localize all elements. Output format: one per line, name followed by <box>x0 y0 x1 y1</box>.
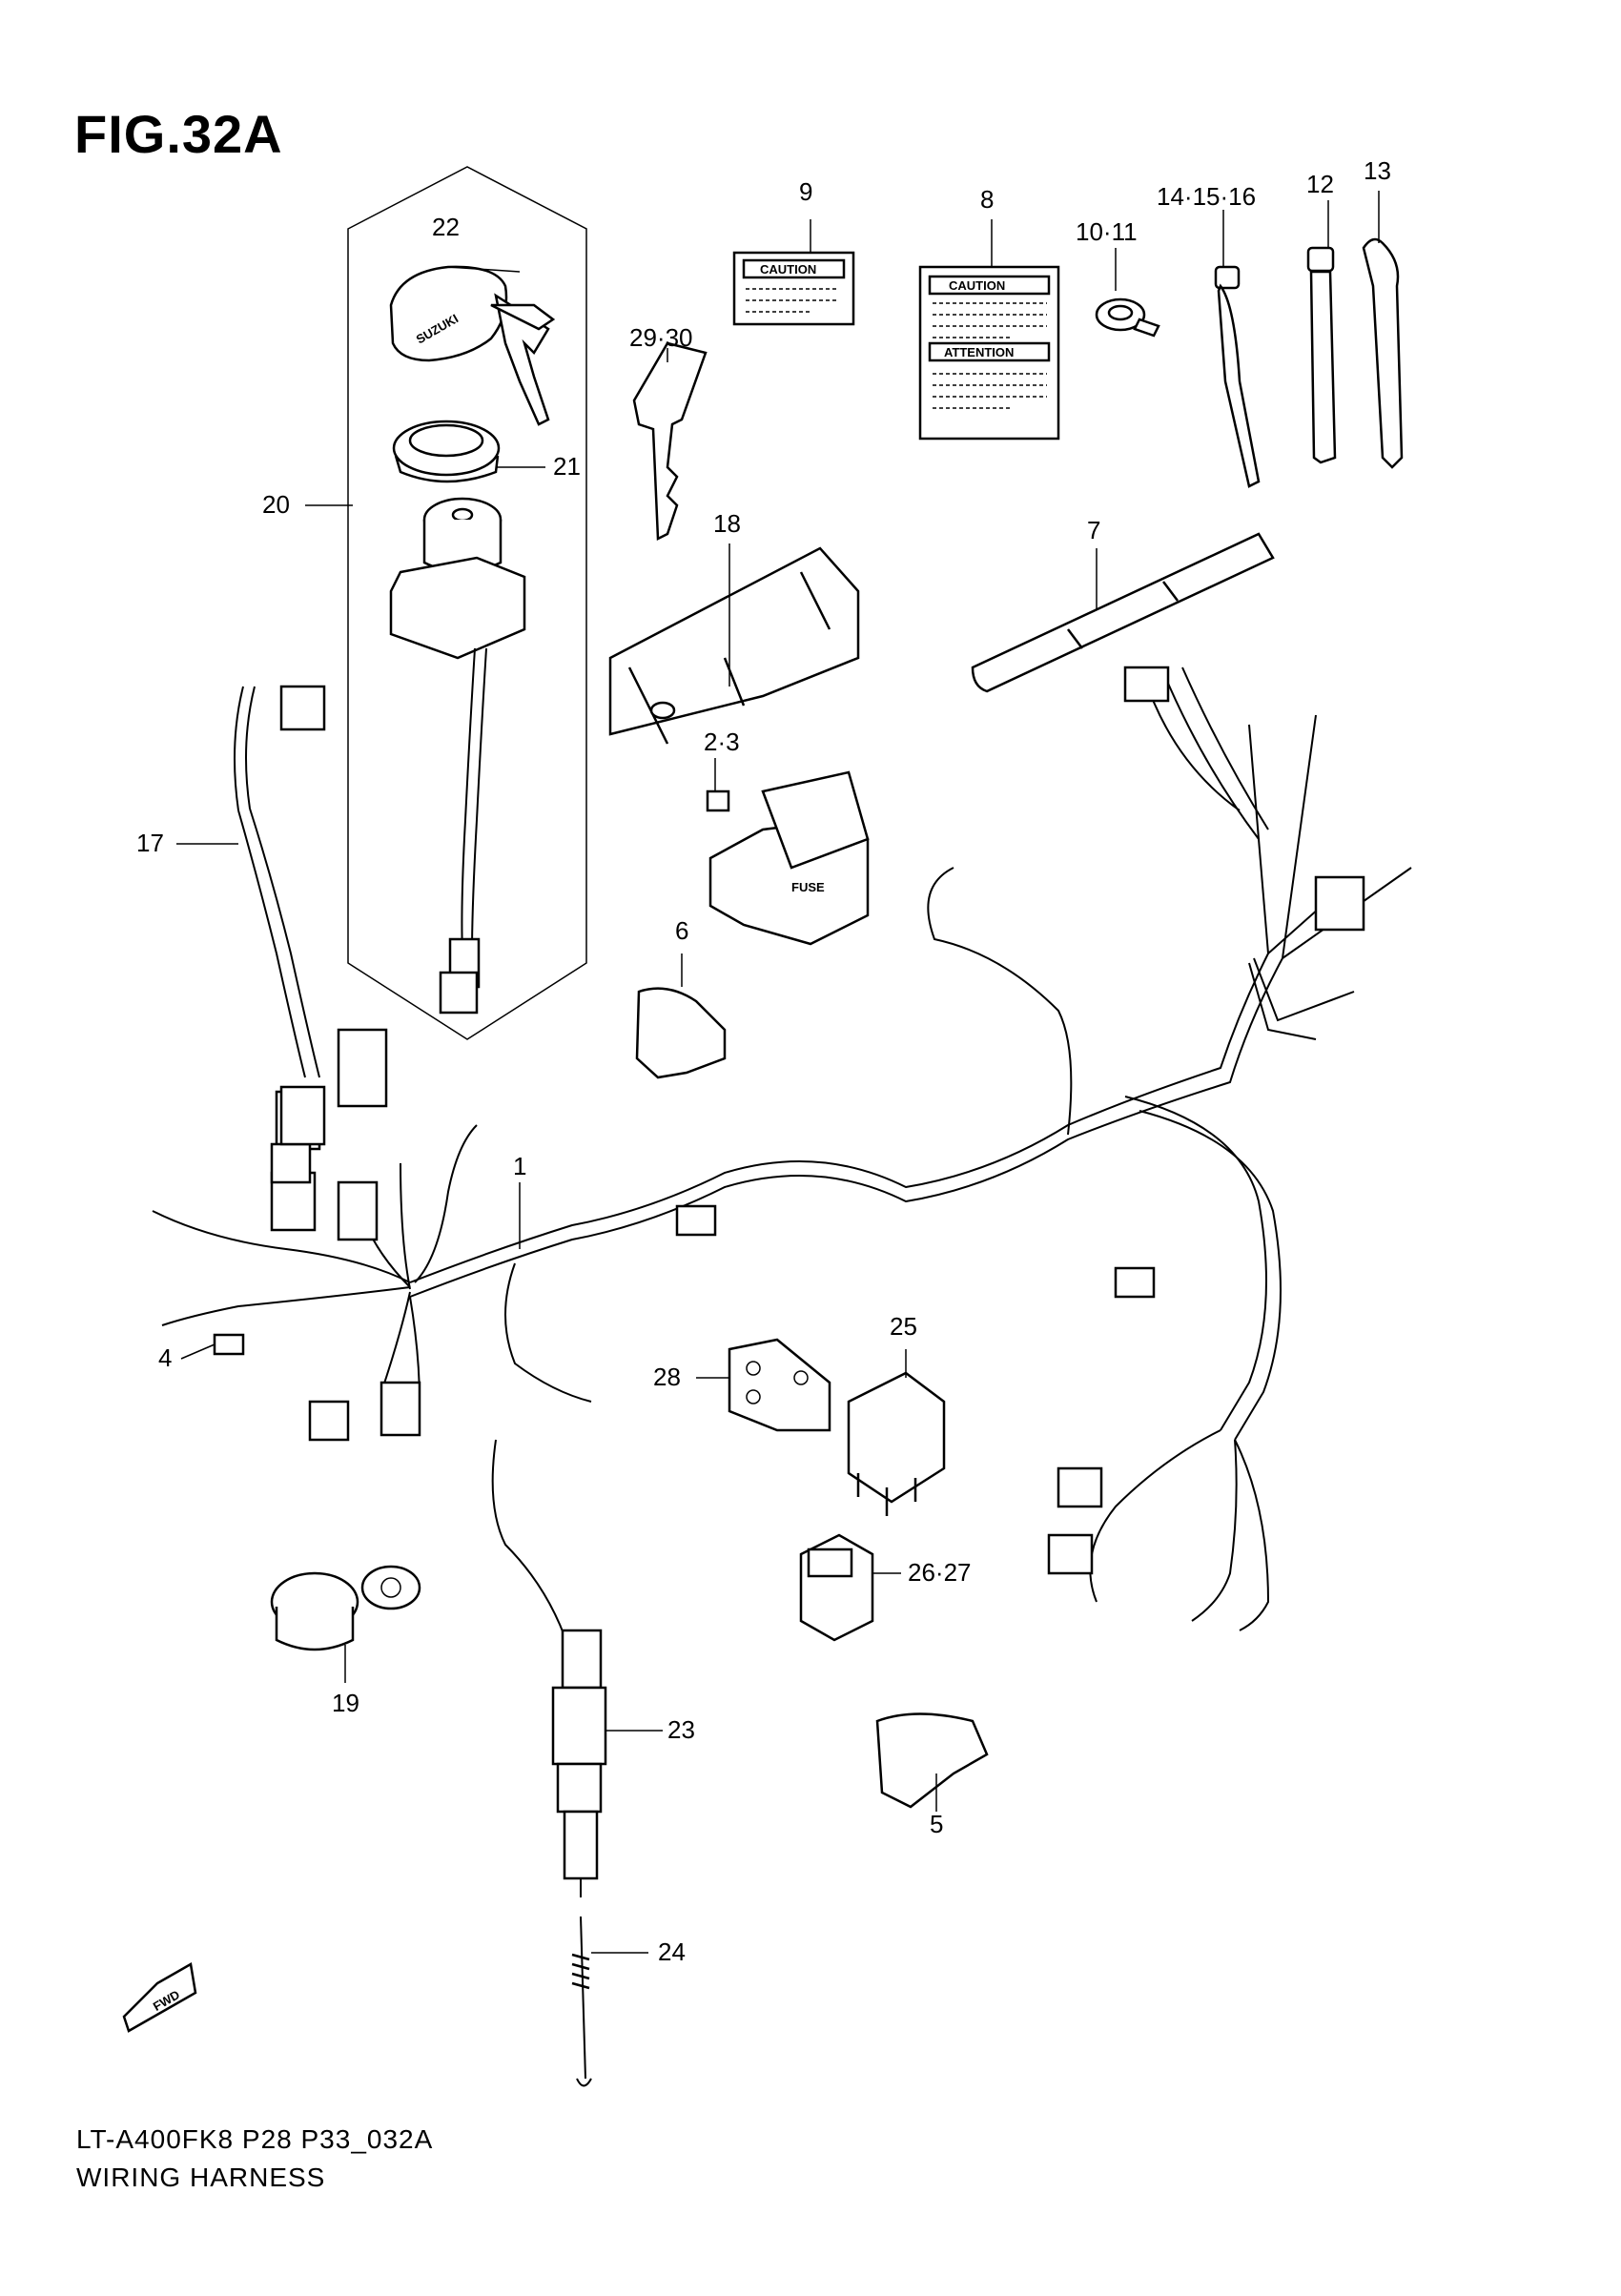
callout-7: 7 <box>1087 516 1100 544</box>
rod-24-part <box>571 1916 592 2087</box>
callout-13: 13 <box>1364 156 1391 185</box>
caution-label-9: CAUTION <box>732 251 855 326</box>
sensor-19-part <box>270 1565 421 1651</box>
callout-20: 20 <box>262 490 290 519</box>
callout-8: 8 <box>980 185 994 214</box>
fuse-box-part: FUSE <box>706 770 870 946</box>
cover-6-part <box>635 987 727 1079</box>
attention-8-text: ATTENTION <box>944 345 1014 359</box>
callout-9: 9 <box>799 177 812 206</box>
cover-5-part <box>875 1712 989 1809</box>
forward-direction-arrow: FWD <box>122 1962 197 2033</box>
callout-4: 4 <box>158 1343 172 1372</box>
key-blank-part <box>632 341 708 541</box>
callout-1: 1 <box>513 1152 526 1180</box>
ignition-switch-part <box>389 497 526 1015</box>
cable-tie-13-part <box>1362 237 1404 469</box>
wire-17-part <box>279 1085 326 1146</box>
callout-22: 22 <box>432 213 460 241</box>
clamp-part <box>1095 297 1160 338</box>
ignition-key-part: SUZUKI <box>389 265 556 426</box>
callout-17: 17 <box>136 829 164 857</box>
protector-tube-part <box>971 532 1275 693</box>
callout-2-3: 2·3 <box>704 728 740 756</box>
caution-8-text: CAUTION <box>949 278 1005 293</box>
coupler-26-part <box>799 1533 874 1642</box>
callout-25: 25 <box>890 1312 917 1341</box>
cable-tie-12-part <box>1306 246 1337 464</box>
callout-29-30: 29·30 <box>629 323 693 352</box>
main-wiring-harness <box>152 666 1412 1698</box>
sensor-23-part <box>551 1629 607 1897</box>
callout-18: 18 <box>713 509 741 538</box>
figure-name: WIRING HARNESS <box>76 2163 326 2192</box>
figure-title: FIG.32A <box>74 104 283 164</box>
model-code: LT-A400FK8 P28 P33_032A <box>76 2124 434 2154</box>
leader-lines <box>176 191 1380 1954</box>
callout-5: 5 <box>930 1810 943 1838</box>
callout-6: 6 <box>675 916 688 945</box>
relay-25-part <box>847 1371 946 1516</box>
callout-19: 19 <box>332 1689 359 1717</box>
callout-23: 23 <box>667 1715 695 1744</box>
callout-26-27: 26·27 <box>908 1558 972 1587</box>
spacer-4-part <box>213 1333 245 1356</box>
fuse-label: FUSE <box>791 880 825 894</box>
callout-28: 28 <box>653 1363 681 1391</box>
callout-numbers: 22 21 20 9 8 10·11 14·15·16 12 13 29·30 … <box>136 156 1391 1966</box>
ignition-switch-group-outline <box>347 166 587 1040</box>
bracket-28-part <box>728 1338 831 1432</box>
cable-tie-14-part <box>1214 265 1261 488</box>
callout-24: 24 <box>658 1937 686 1966</box>
lock-nut-part <box>392 420 501 483</box>
callout-12: 12 <box>1306 170 1334 198</box>
callout-14-15-16: 14·15·16 <box>1157 182 1256 211</box>
caution-9-text: CAUTION <box>760 262 816 277</box>
caution-attention-label-8: CAUTION ATTENTION <box>918 265 1060 441</box>
bracket-part <box>608 546 860 745</box>
callout-10-11: 10·11 <box>1076 217 1138 246</box>
callout-21: 21 <box>553 452 581 481</box>
